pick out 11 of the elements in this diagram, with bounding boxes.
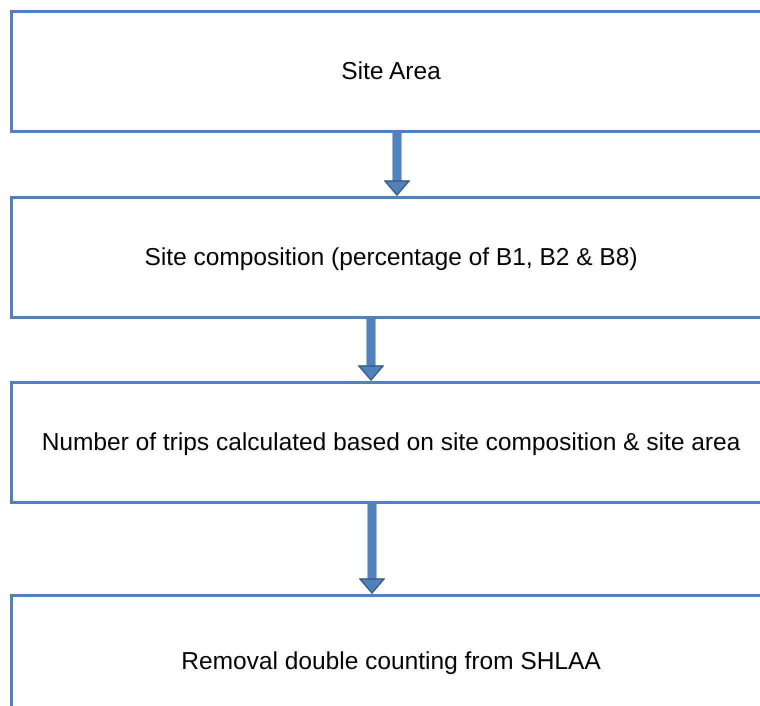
- process-box: [10, 594, 760, 706]
- step-text: Site Area: [341, 57, 441, 87]
- step-text: Site composition (percentage of B1, B2 & B8): [144, 243, 638, 273]
- step-text: Removal double counting from SHLAA: [181, 647, 601, 677]
- process-box: [10, 10, 760, 133]
- process-box: [10, 381, 760, 504]
- block-arrow: [384, 133, 410, 196]
- block-arrow: [358, 319, 384, 381]
- step-text: Number of trips calculated based on site composition & site area: [42, 428, 740, 458]
- block-arrow: [359, 504, 385, 594]
- process-box: [10, 196, 760, 319]
